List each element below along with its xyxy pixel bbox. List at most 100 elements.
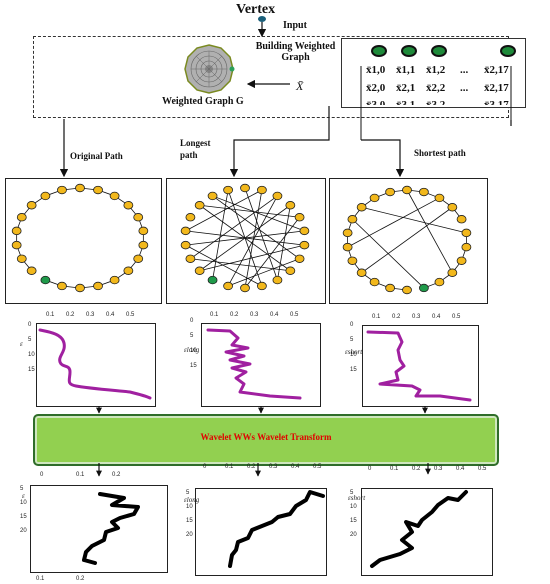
graph-edge bbox=[406, 189, 453, 274]
graph-edge bbox=[212, 195, 305, 232]
weighted-graph-label: Weighted Graph G bbox=[162, 96, 244, 107]
x-tick-label: 0.3 bbox=[269, 464, 278, 470]
y-tick-label: 5 bbox=[350, 337, 354, 343]
graph-node bbox=[356, 203, 367, 212]
graph-node bbox=[123, 266, 134, 275]
y-tick-label: 5 bbox=[190, 333, 194, 339]
graph-node bbox=[240, 183, 250, 193]
graph-node bbox=[40, 275, 51, 285]
shortest-wavelet-curve bbox=[370, 490, 468, 568]
original-wavelet-curve bbox=[82, 492, 140, 565]
y-axis-label: ε bbox=[20, 340, 23, 348]
original-path-label: Original Path bbox=[70, 151, 123, 161]
graph-edge bbox=[361, 206, 453, 274]
x-tick-label: 0.1 bbox=[390, 466, 399, 472]
x-tick-label: 0.5 bbox=[290, 312, 299, 318]
shortest-signal-curve bbox=[366, 330, 472, 402]
shortest-path-label: Shortest path bbox=[414, 148, 466, 158]
graph-node bbox=[93, 281, 103, 291]
graph-node bbox=[138, 240, 149, 250]
y-tick-label: 0 bbox=[350, 322, 354, 328]
matrix-cell: x̄2,1 bbox=[396, 82, 416, 94]
x-tick-label: 0.1 bbox=[372, 314, 381, 320]
y-tick-label: 5 bbox=[186, 490, 190, 496]
y-tick-label: 0 bbox=[28, 322, 32, 328]
bottom-x-tick-label: 0.2 bbox=[76, 576, 85, 582]
x-tick-label: 0.2 bbox=[392, 314, 401, 320]
x-tick-label: 0.4 bbox=[291, 464, 300, 470]
graph-node bbox=[402, 185, 412, 195]
graph-node bbox=[133, 213, 144, 222]
y-tick-label: 10 bbox=[186, 504, 193, 510]
branch-connectors bbox=[59, 106, 512, 178]
graph-node bbox=[294, 213, 305, 222]
x-tick-label: 0.4 bbox=[106, 312, 115, 318]
matrix-node-icons bbox=[371, 45, 516, 57]
graph-node bbox=[180, 226, 191, 236]
graph-node bbox=[347, 256, 358, 265]
x-tick-label: 0.5 bbox=[313, 464, 322, 470]
y-tick-label: 15 bbox=[28, 367, 35, 373]
y-tick-label: 0 bbox=[190, 318, 194, 324]
x-tick-label: 0 bbox=[368, 466, 372, 472]
graph-node bbox=[109, 191, 120, 201]
graph-node bbox=[207, 275, 218, 285]
x-tick-label: 0.4 bbox=[270, 312, 279, 318]
graph-node bbox=[257, 281, 267, 291]
x-tick-label: 0.2 bbox=[66, 312, 75, 318]
y-tick-label: 10 bbox=[350, 352, 357, 358]
graph-node bbox=[40, 191, 51, 201]
matrix-cell: x̄1,1 bbox=[396, 64, 416, 76]
x-tick-label: 0.1 bbox=[76, 472, 85, 478]
graph-node bbox=[272, 191, 283, 201]
graph-node bbox=[75, 283, 85, 293]
x-tick-label: 0.2 bbox=[247, 464, 256, 470]
x-tick-label: 0.1 bbox=[210, 312, 219, 318]
graph-edge bbox=[244, 187, 279, 281]
graph-node bbox=[240, 283, 250, 293]
y-tick-label: 10 bbox=[190, 348, 197, 354]
graph-node bbox=[194, 201, 205, 210]
graph-node bbox=[11, 226, 22, 236]
matrix-cell: ... bbox=[460, 99, 469, 105]
y-tick-label: 10 bbox=[28, 352, 35, 358]
graph-node bbox=[285, 201, 296, 210]
x-tick-label: 0.5 bbox=[478, 466, 487, 472]
graph-node bbox=[419, 283, 429, 293]
graph-node bbox=[285, 266, 296, 275]
y-tick-label: 15 bbox=[20, 514, 27, 520]
graph-node bbox=[180, 240, 191, 250]
graph-node bbox=[299, 240, 310, 250]
x-tick-label: 0.2 bbox=[230, 312, 239, 318]
longest-path-label: Longest path bbox=[180, 138, 211, 160]
x-tick-label: 0.3 bbox=[86, 312, 95, 318]
x-tick-label: 0.4 bbox=[432, 314, 441, 320]
input-label: Input bbox=[283, 20, 307, 31]
longest-signal-curve bbox=[206, 328, 302, 400]
graph-edge bbox=[347, 197, 440, 248]
x-tick-label: 0.3 bbox=[250, 312, 259, 318]
graph-node bbox=[138, 226, 149, 236]
graph-node bbox=[369, 193, 380, 203]
graph-node bbox=[456, 256, 467, 265]
graph-node bbox=[185, 213, 196, 222]
graph-node bbox=[223, 281, 233, 291]
matrix-cell: x̄2,2 bbox=[426, 82, 446, 94]
graph-node bbox=[207, 191, 218, 201]
y-axis-label: εshort bbox=[348, 494, 366, 502]
x-tick-label: 0 bbox=[203, 464, 207, 470]
graph-edge bbox=[227, 189, 263, 287]
graph-node bbox=[369, 277, 380, 287]
y-tick-label: 15 bbox=[190, 363, 197, 369]
graph-node bbox=[57, 281, 67, 291]
graph-node bbox=[434, 193, 445, 203]
xbar-label: X̄ bbox=[296, 79, 304, 93]
matrix-cell: x̄3,0 bbox=[366, 99, 386, 105]
graph-edge bbox=[185, 189, 263, 232]
longest-wavelet-curve bbox=[228, 490, 325, 568]
graph-node bbox=[57, 185, 67, 195]
y-axis-label: εshort bbox=[345, 348, 363, 356]
to-wavelet-arrows bbox=[96, 406, 431, 477]
graph-node bbox=[402, 285, 412, 295]
